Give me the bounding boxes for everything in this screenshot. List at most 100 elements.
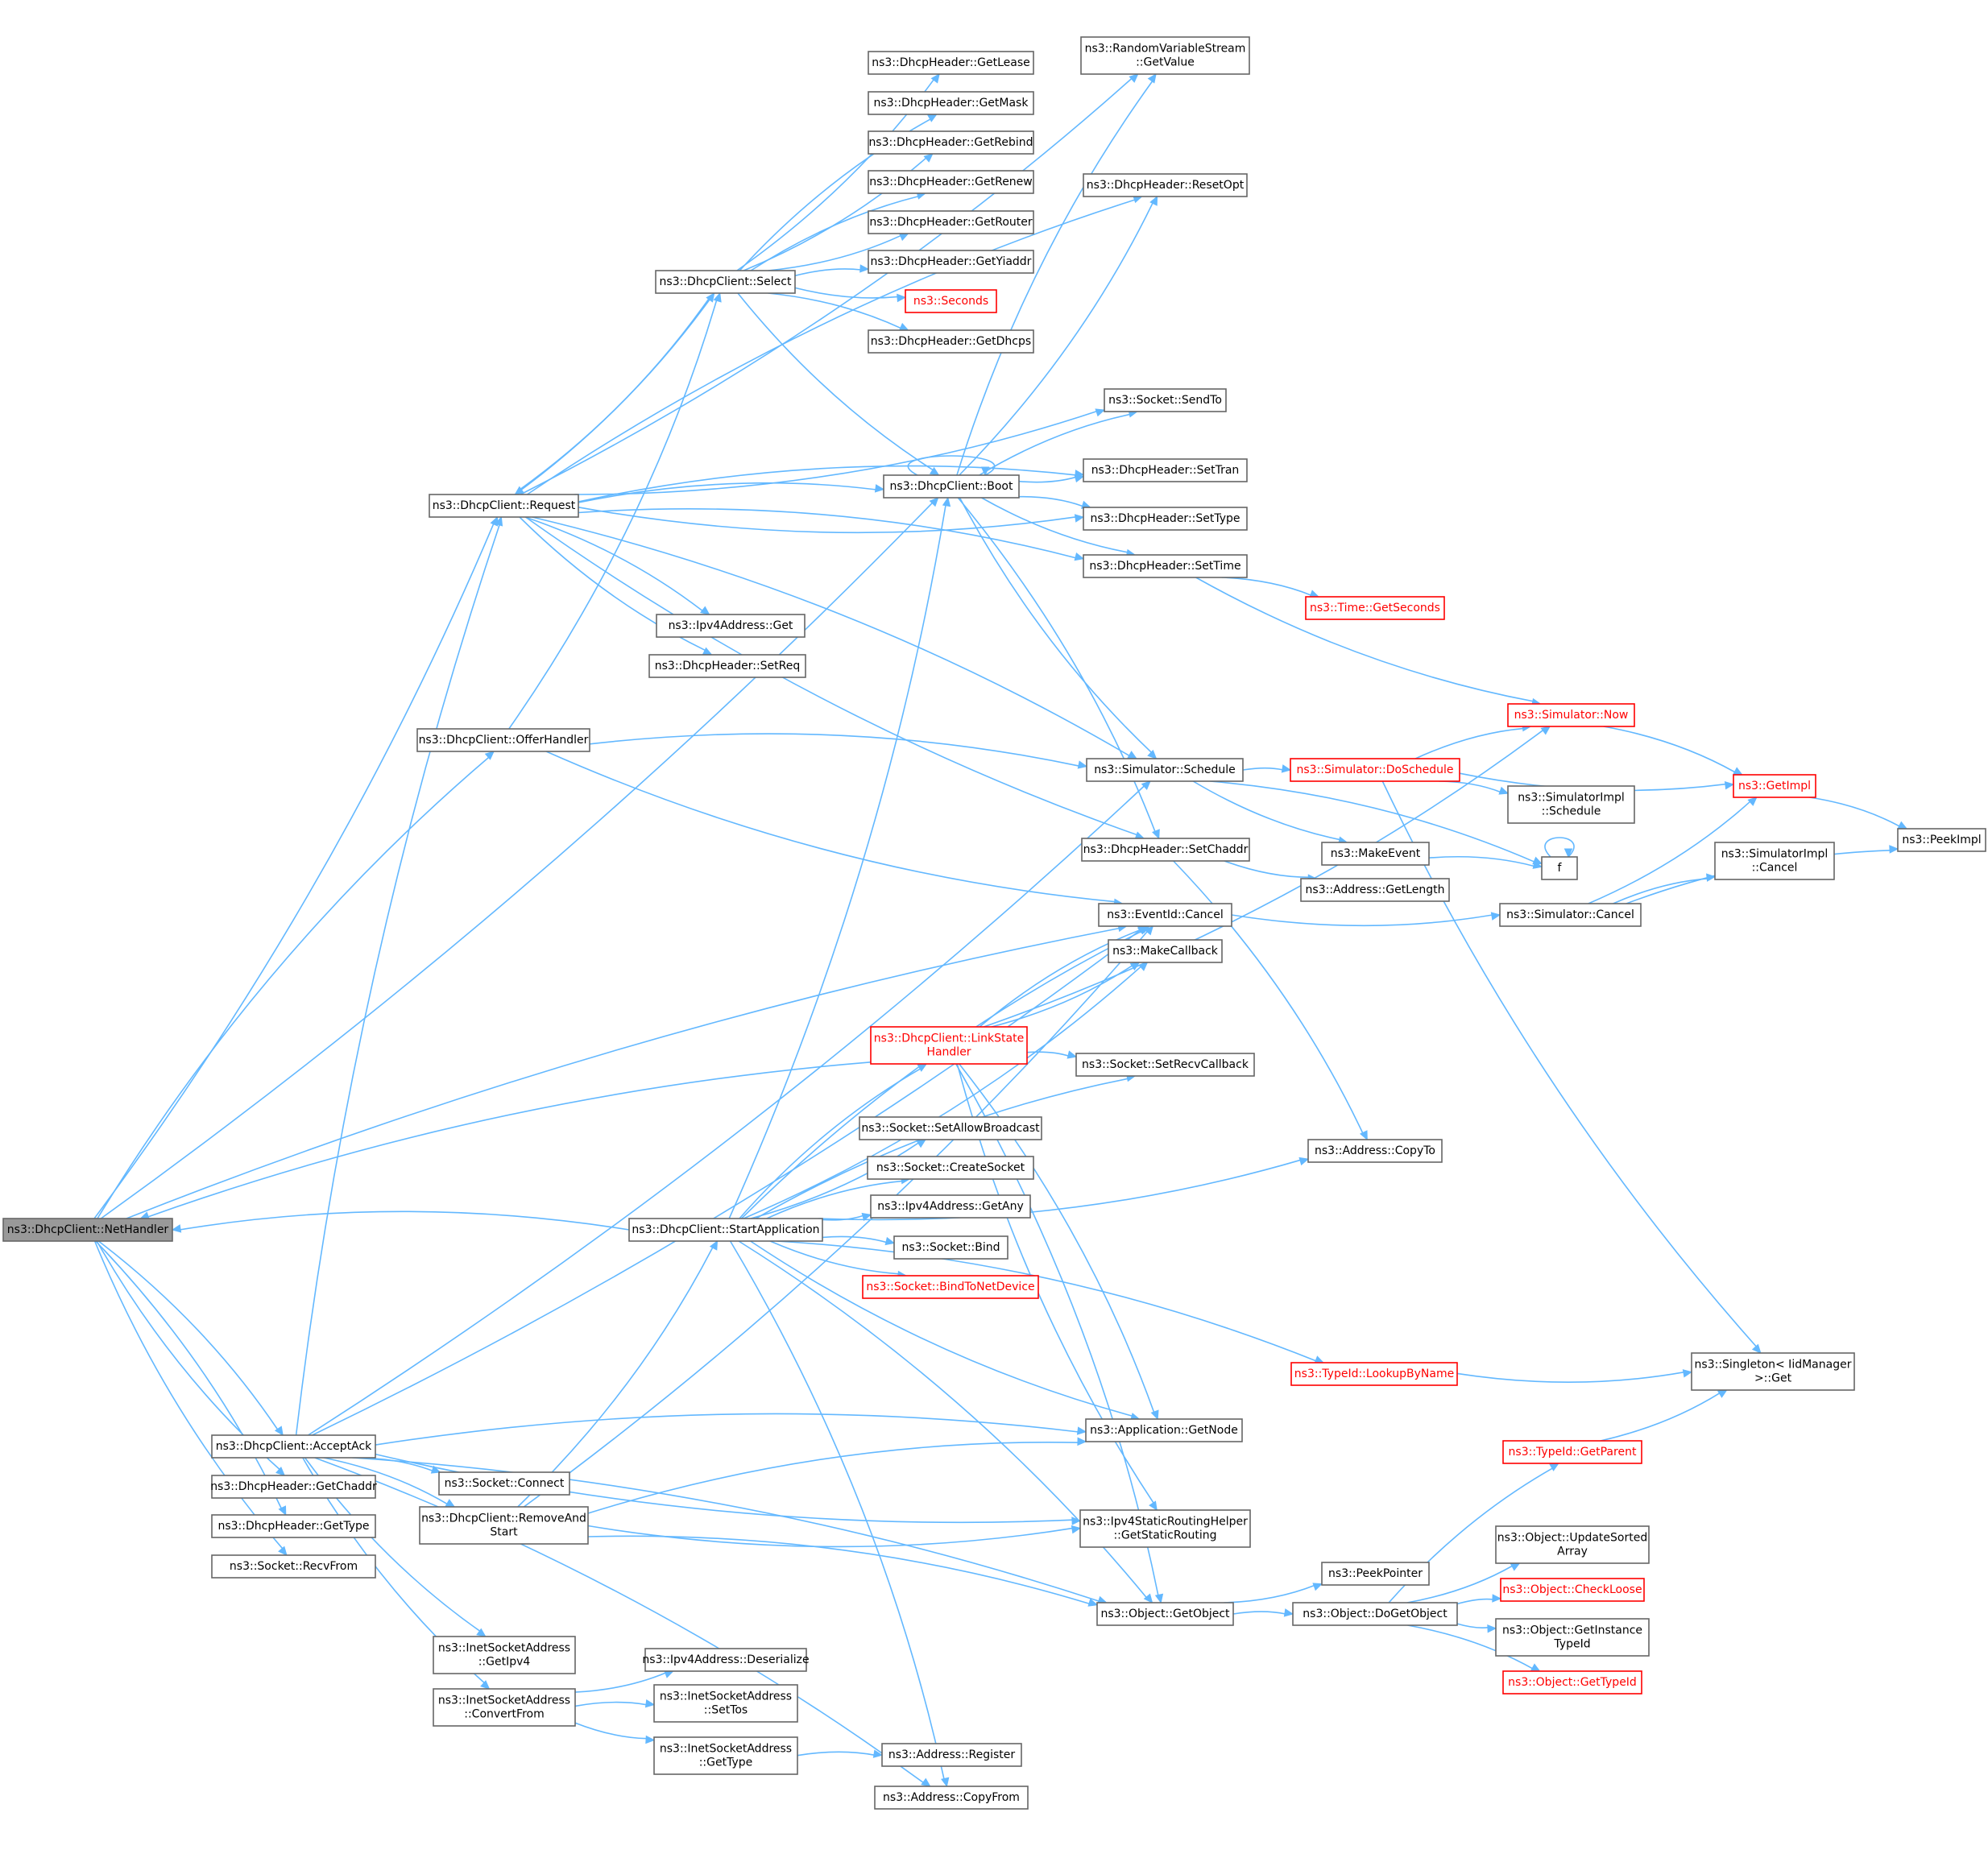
- graph-node[interactable]: ns3::SimulatorImpl::Cancel: [1714, 842, 1835, 880]
- call-edge-arrowhead: [916, 1139, 927, 1148]
- graph-node[interactable]: ns3::DhcpHeader::SetReq: [648, 654, 806, 678]
- graph-node[interactable]: ns3::Ipv4Address::Get: [656, 614, 806, 638]
- graph-node[interactable]: ns3::PeekImpl: [1897, 828, 1986, 852]
- graph-node[interactable]: ns3::Simulator::Now: [1507, 703, 1635, 727]
- graph-node[interactable]: ns3::Simulator::Cancel: [1499, 903, 1642, 927]
- call-edge: [1242, 767, 1284, 771]
- graph-node[interactable]: ns3::InetSocketAddress::GetType: [653, 1736, 798, 1775]
- graph-node[interactable]: ns3::Socket::BindToNetDevice: [862, 1275, 1039, 1299]
- call-edge-arrowhead: [1530, 1663, 1541, 1672]
- graph-node-box: [1507, 785, 1635, 824]
- graph-node[interactable]: ns3::TypeId::LookupByName: [1290, 1362, 1458, 1386]
- graph-node-box: [211, 1475, 376, 1499]
- graph-node-label: ns3::SimulatorImpl: [1518, 792, 1625, 805]
- graph-node[interactable]: ns3::DhcpClient::Select: [655, 270, 796, 294]
- graph-node[interactable]: ns3::Simulator::Schedule: [1086, 758, 1244, 782]
- graph-node[interactable]: ns3::Socket::SendTo: [1104, 388, 1227, 412]
- graph-node-label: Start: [490, 1526, 518, 1539]
- graph-node[interactable]: ns3::Socket::SetAllowBroadcast: [859, 1116, 1042, 1140]
- graph-node-box: [1083, 458, 1248, 482]
- graph-node[interactable]: ns3::Object::CheckLoose: [1500, 1578, 1645, 1602]
- graph-node[interactable]: ns3::Ipv4Address::Deserialize: [642, 1648, 810, 1672]
- graph-node-label: ns3::DhcpHeader::GetRouter: [869, 216, 1032, 229]
- graph-node[interactable]: ns3::Object::GetObject: [1096, 1602, 1234, 1626]
- graph-node-root[interactable]: ns3::DhcpClient::NetHandler: [2, 1218, 173, 1242]
- graph-node-box: [211, 1554, 376, 1579]
- graph-node[interactable]: ns3::DhcpClient::Request: [429, 494, 579, 518]
- graph-node[interactable]: ns3::DhcpHeader::GetMask: [868, 91, 1034, 115]
- call-edge-arrowhead: [1074, 514, 1085, 523]
- graph-node[interactable]: f: [1541, 856, 1578, 880]
- graph-node[interactable]: ns3::MakeCallback: [1108, 939, 1223, 963]
- graph-node-box: [1108, 939, 1223, 963]
- graph-node[interactable]: ns3::DhcpHeader::GetLease: [868, 51, 1034, 75]
- call-edge: [1456, 1598, 1494, 1605]
- graph-node[interactable]: ns3::Time::GetSeconds: [1305, 596, 1445, 620]
- graph-node[interactable]: ns3::Object::DoGetObject: [1292, 1602, 1458, 1626]
- call-edge: [1192, 780, 1341, 841]
- graph-node[interactable]: ns3::DhcpClient::AcceptAck: [211, 1434, 376, 1459]
- call-edge-arrowhead: [898, 322, 909, 331]
- graph-node[interactable]: ns3::DhcpHeader::ResetOpt: [1083, 173, 1248, 197]
- graph-node[interactable]: ns3::DhcpHeader::GetChaddr: [210, 1475, 377, 1499]
- graph-node[interactable]: ns3::DhcpHeader::GetDhcps: [868, 329, 1034, 354]
- graph-node[interactable]: ns3::DhcpHeader::GetRouter: [868, 210, 1034, 234]
- graph-node[interactable]: ns3::MakeEvent: [1321, 842, 1430, 866]
- graph-node[interactable]: ns3::DhcpHeader::SetType: [1083, 507, 1248, 531]
- graph-node[interactable]: ns3::InetSocketAddress::SetTos: [653, 1684, 798, 1723]
- graph-node[interactable]: ns3::Seconds: [905, 289, 997, 313]
- graph-node[interactable]: ns3::DhcpHeader::GetRebind: [868, 130, 1034, 155]
- graph-node-label: >::Get: [1754, 1372, 1792, 1385]
- graph-node[interactable]: ns3::Socket::RecvFrom: [211, 1554, 376, 1579]
- call-edge: [750, 1142, 920, 1219]
- graph-node[interactable]: ns3::SimulatorImpl::Schedule: [1507, 785, 1635, 824]
- graph-node[interactable]: ns3::DhcpHeader::GetRenew: [868, 170, 1034, 194]
- call-edge-arrowhead: [1724, 780, 1735, 790]
- graph-node[interactable]: ns3::DhcpHeader::SetTime: [1083, 554, 1248, 578]
- edge-layer: [93, 73, 1908, 1788]
- graph-node[interactable]: ns3::Address::CopyFrom: [874, 1786, 1029, 1810]
- graph-node-box: [874, 1786, 1029, 1810]
- call-edge: [1232, 1611, 1286, 1615]
- graph-node[interactable]: ns3::Application::GetNode: [1085, 1418, 1243, 1442]
- graph-node[interactable]: ns3::Object::GetTypeId: [1502, 1670, 1642, 1695]
- graph-node[interactable]: ns3::PeekPointer: [1321, 1562, 1430, 1586]
- graph-node[interactable]: ns3::Address::CopyTo: [1307, 1139, 1443, 1163]
- call-edge: [1231, 914, 1493, 927]
- graph-node[interactable]: ns3::Ipv4Address::GetAny: [870, 1194, 1031, 1219]
- graph-node[interactable]: ns3::DhcpClient::Boot: [883, 474, 1020, 499]
- graph-node-label: ns3::Simulator::Schedule: [1094, 763, 1236, 776]
- graph-node[interactable]: ns3::Socket::SetRecvCallback: [1075, 1053, 1255, 1077]
- graph-node-box: [1507, 703, 1635, 727]
- graph-node[interactable]: ns3::Socket::Bind: [893, 1235, 1008, 1260]
- graph-node[interactable]: ns3::EventId::Cancel: [1098, 903, 1232, 927]
- call-edge: [514, 297, 710, 495]
- graph-node[interactable]: ns3::DhcpClient::OfferHandler: [416, 728, 590, 752]
- graph-node-box: [1075, 1053, 1255, 1077]
- graph-node[interactable]: ns3::DhcpHeader::GetType: [211, 1514, 376, 1538]
- graph-node-label: ns3::PeekPointer: [1328, 1567, 1423, 1580]
- graph-node[interactable]: ns3::GetImpl: [1733, 774, 1816, 798]
- graph-node-label: ns3::DhcpClient::Select: [660, 275, 792, 288]
- graph-node[interactable]: ns3::Socket::Connect: [438, 1471, 570, 1496]
- graph-node[interactable]: ns3::Ipv4StaticRoutingHelper::GetStaticR…: [1079, 1509, 1251, 1548]
- call-edge-arrowhead: [1563, 848, 1573, 859]
- graph-node[interactable]: ns3::TypeId::GetParent: [1502, 1440, 1642, 1464]
- graph-node[interactable]: ns3::Socket::CreateSocket: [867, 1156, 1034, 1180]
- graph-node[interactable]: ns3::Singleton< IidManager >::Get: [1691, 1352, 1855, 1391]
- graph-node[interactable]: ns3::DhcpHeader::SetTran: [1083, 458, 1248, 482]
- graph-node[interactable]: ns3::DhcpHeader::GetYiaddr: [868, 250, 1034, 274]
- graph-node[interactable]: ns3::DhcpHeader::SetChaddr: [1081, 838, 1250, 862]
- graph-node[interactable]: ns3::DhcpClient::StartApplication: [628, 1218, 823, 1242]
- graph-node[interactable]: ns3::Simulator::DoSchedule: [1290, 758, 1460, 782]
- graph-node[interactable]: ns3::InetSocketAddress::GetIpv4: [433, 1636, 576, 1674]
- graph-node[interactable]: ns3::RandomVariableStream::GetValue: [1080, 36, 1250, 75]
- graph-node[interactable]: ns3::Address::GetLength: [1300, 878, 1450, 902]
- graph-node[interactable]: ns3::InetSocketAddress::ConvertFrom: [433, 1688, 576, 1727]
- graph-node-label: ns3::Object::CheckLoose: [1502, 1583, 1642, 1596]
- graph-node[interactable]: ns3::Address::Register: [881, 1743, 1022, 1767]
